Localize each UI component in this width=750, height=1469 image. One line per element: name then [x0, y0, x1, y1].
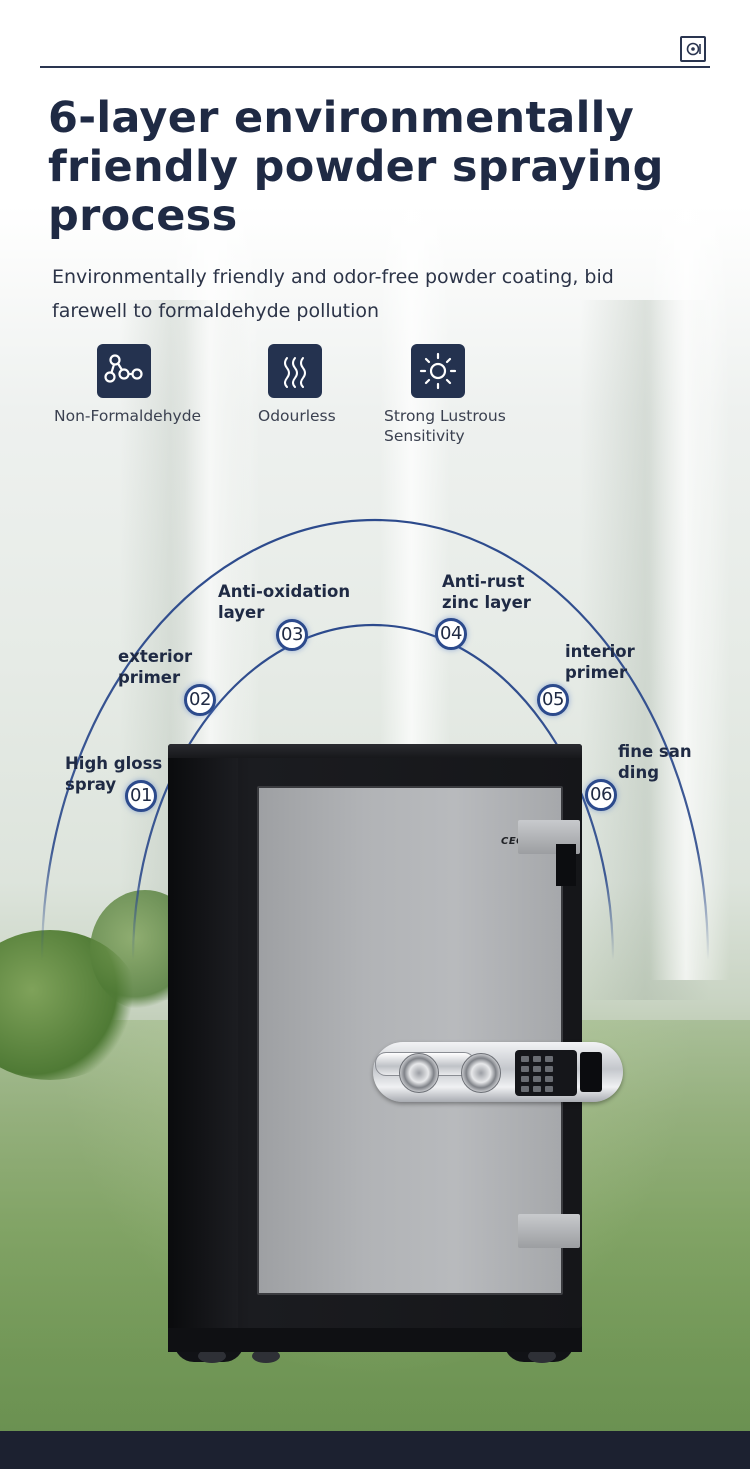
layer-node-06: 06	[585, 779, 617, 811]
feature-label: Non-Formaldehyde	[54, 407, 202, 425]
safe-caster	[528, 1349, 556, 1363]
layer-node-01: 01	[125, 780, 157, 812]
layer-node-03: 03	[276, 619, 308, 651]
lock-panel	[373, 1042, 623, 1102]
safe-logo-icon	[680, 36, 706, 62]
feature-non-formaldehyde: Non-Formaldehyde	[54, 344, 267, 426]
header-rule	[40, 66, 710, 68]
digital-keypad	[515, 1050, 577, 1096]
layer-label-line: layer	[218, 603, 265, 622]
layer-node-04: 04	[435, 618, 467, 650]
layer-label-01: High gloss spray	[65, 753, 162, 795]
safe-door: CEQSAFE	[257, 786, 623, 1295]
layer-label-line: spray	[65, 775, 117, 794]
feature-odourless: Odourless	[258, 344, 438, 426]
layer-label-03: Anti-oxidation layer	[218, 581, 350, 623]
keypad-display	[580, 1052, 602, 1092]
page-subtitle: Environmentally friendly and odor-free p…	[52, 266, 614, 322]
layer-node-02: 02	[184, 684, 216, 716]
layer-label-line: zinc layer	[442, 593, 531, 612]
layer-label-05: interior primer	[565, 641, 635, 683]
layer-label-line: exterior	[118, 647, 193, 666]
background-light-beam	[650, 180, 730, 980]
safe-caster	[252, 1349, 280, 1363]
safe-top-panel	[168, 744, 582, 758]
feature-label: Strong Lustrous Sensitivity	[384, 407, 506, 445]
molecule-icon	[97, 344, 151, 398]
layer-node-05: 05	[537, 684, 569, 716]
sun-shine-icon	[411, 344, 465, 398]
layer-label-02: exterior primer	[118, 646, 192, 688]
layer-label-line: High gloss	[65, 754, 163, 773]
hinge-pin	[556, 844, 576, 886]
odour-waves-icon	[268, 344, 322, 398]
combination-dial	[399, 1053, 439, 1093]
footer-bar	[0, 1431, 750, 1469]
layer-label-line: fine san	[618, 742, 692, 761]
inner-arc	[131, 623, 615, 961]
layer-label-04: Anti-rust zinc layer	[442, 571, 531, 613]
layer-label-line: Anti-oxidation	[218, 582, 351, 601]
key-lock	[461, 1053, 501, 1093]
layer-label-line: primer	[118, 668, 181, 687]
feature-lustrous: Strong Lustrous Sensitivity	[384, 344, 581, 446]
safe-product-image: CEQSAFE	[168, 744, 623, 1364]
layer-label-line: interior	[565, 642, 635, 661]
feature-label: Odourless	[258, 407, 336, 425]
layer-label-06: fine san ding	[618, 741, 692, 783]
safe-side-panel	[168, 754, 238, 1328]
safe-caster	[198, 1349, 226, 1363]
layer-label-line: Anti-rust	[442, 572, 525, 591]
layer-label-line: ding	[618, 763, 660, 782]
outer-arc	[40, 518, 710, 961]
door-hinge-bottom	[518, 1214, 580, 1248]
layer-label-line: primer	[565, 663, 628, 682]
page-title: 6-layer environmentally friendly powder …	[48, 93, 664, 241]
